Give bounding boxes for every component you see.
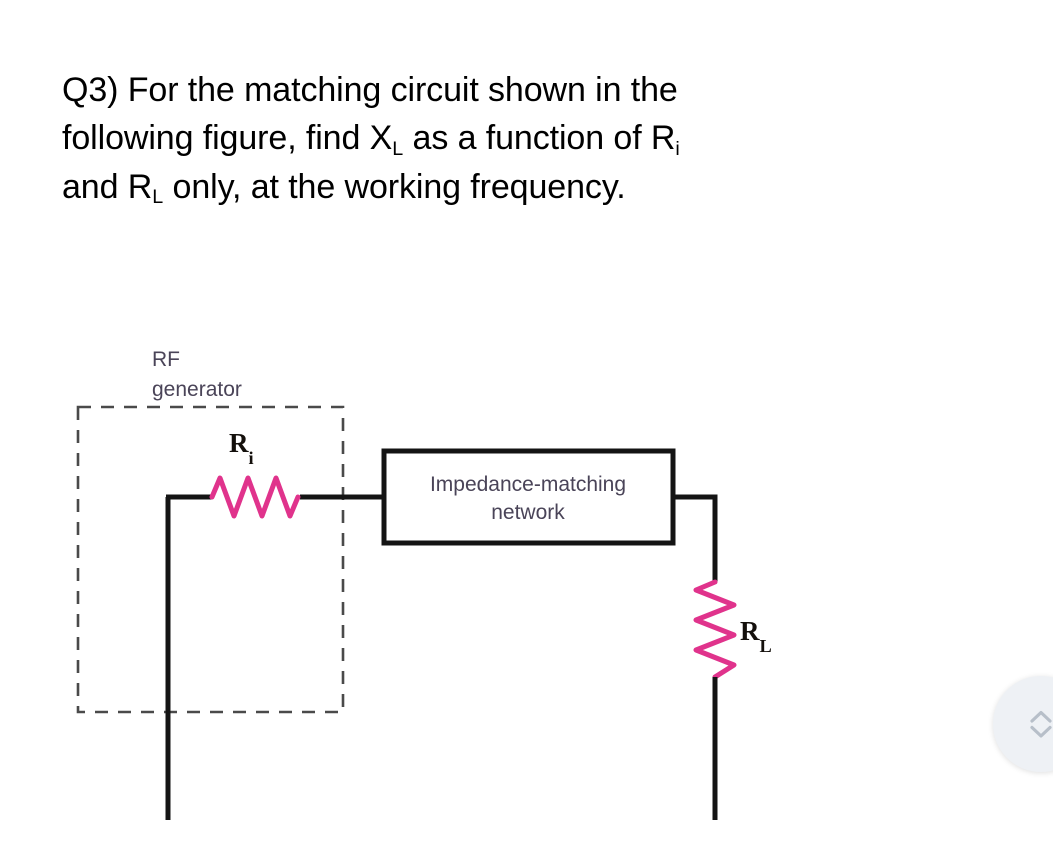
chevron-up-icon: [1030, 710, 1052, 723]
rf-generator-label-line1: RF: [152, 348, 180, 371]
scroll-updown-button[interactable]: [993, 676, 1053, 772]
question-subscript: L: [392, 138, 404, 161]
question-line-2: following figure, find XL as a function …: [62, 114, 962, 162]
network-box-label-line2: network: [491, 501, 565, 524]
question-text-run: as a function of R: [403, 119, 676, 158]
source-resistor-label: Ri: [229, 428, 254, 468]
question-subscript: L: [152, 186, 164, 209]
question-text-run: and R: [62, 167, 153, 206]
rf-generator-label-line2: generator: [152, 378, 242, 401]
question-subscript: i: [675, 138, 680, 161]
rf-generator-dashed-box: [76, 405, 345, 714]
question-text: Q3) For the matching circuit shown in th…: [62, 66, 962, 211]
circuit-diagram: RF generator Ri Impedance-matching netwo…: [0, 320, 900, 820]
load-resistor-symbol: [693, 579, 737, 680]
load-resistor-label: RL: [740, 616, 772, 656]
source-resistor-symbol: [209, 475, 301, 519]
network-box-label-line1: Impedance-matching: [430, 473, 626, 496]
question-line-3: and RL only, at the working frequency.: [62, 163, 962, 211]
question-text-run: only, at the working frequency.: [163, 167, 626, 206]
question-text-run: Q3) For the matching circuit shown in th…: [62, 71, 678, 109]
question-text-run: following figure, find X: [62, 119, 393, 158]
question-line-1: Q3) For the matching circuit shown in th…: [62, 66, 962, 114]
impedance-matching-network-box: [381, 448, 676, 546]
chevron-down-icon: [1030, 725, 1052, 738]
wire-network-to-load: [671, 494, 718, 582]
